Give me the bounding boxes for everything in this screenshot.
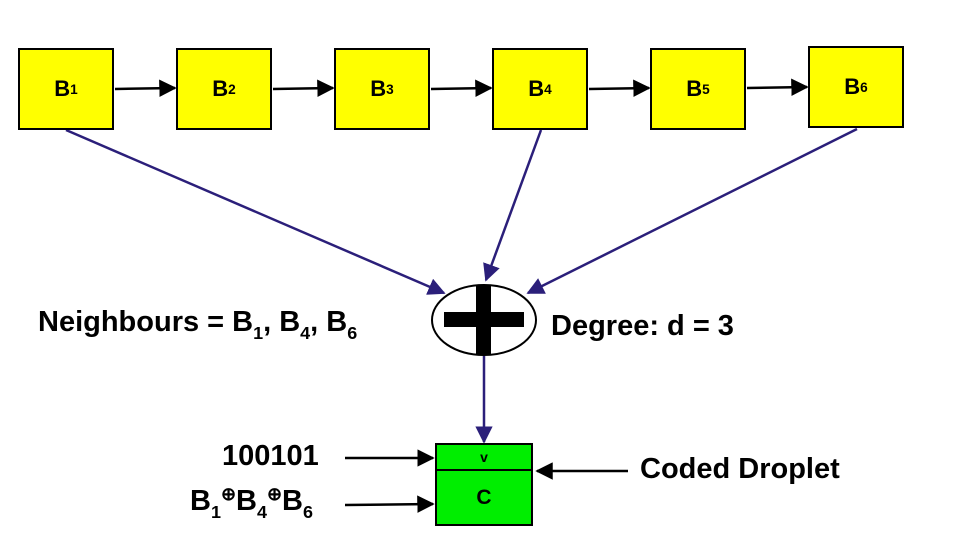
neighbours-label: Neighbours = B1, B4, B6 [38, 306, 357, 343]
coded-droplet-box: v C [435, 443, 533, 526]
chain-arrow-1-2 [114, 79, 177, 98]
neighbour-arrow-b4 [483, 129, 543, 282]
xor-symbol-2: ⊕ [266, 484, 283, 504]
block-subscript: 5 [702, 82, 710, 98]
block-subscript: 4 [544, 82, 552, 98]
xor-term-b: B [282, 484, 303, 517]
neighbour-arrow-b1 [65, 128, 446, 295]
xor-subscript-3: 6 [302, 501, 313, 522]
degree-label: Degree: d = 3 [551, 310, 734, 342]
block-subscript: 2 [228, 82, 236, 98]
block-label: B [370, 76, 387, 101]
chain-arrow-5-6 [746, 78, 809, 97]
block-label: B [844, 74, 861, 99]
xor-term-b: B [190, 484, 211, 517]
block-subscript: 1 [70, 82, 78, 98]
neighbour-arrow-b6 [526, 127, 858, 295]
xor-subscript-2: 4 [256, 501, 267, 522]
block-label: B [686, 76, 703, 101]
chain-arrow-3-4 [430, 79, 493, 98]
block-label: B [54, 76, 71, 101]
droplet-value-label: 100101 [222, 440, 319, 472]
neighbours-subscript-2: 4 [300, 322, 311, 343]
xor-term-b: B [236, 484, 257, 517]
block-label: B [212, 76, 229, 101]
droplet-top-cell: v [437, 445, 531, 471]
chain-arrow-4-5 [588, 79, 651, 98]
xor-expression-label: B1⊕B4⊕B6 [190, 484, 313, 522]
neighbours-separator-1: , B [263, 306, 301, 338]
xor-plus-icon [431, 284, 537, 356]
droplet-bottom-cell: C [476, 485, 492, 509]
coded-droplet-label: Coded Droplet [640, 453, 840, 485]
block-subscript: 3 [386, 82, 394, 98]
block-label: B [528, 76, 545, 101]
xor-expression-arrow [344, 495, 435, 513]
block-subscript: 6 [860, 80, 868, 96]
neighbours-subscript-1: 1 [253, 322, 264, 343]
neighbours-prefix: Neighbours = B [38, 306, 254, 338]
chain-arrow-2-3 [272, 79, 335, 98]
neighbours-subscript-3: 6 [347, 322, 358, 343]
xor-symbol-1: ⊕ [220, 484, 237, 504]
xor-subscript-1: 1 [210, 501, 221, 522]
neighbours-separator-2: , B [310, 306, 348, 338]
